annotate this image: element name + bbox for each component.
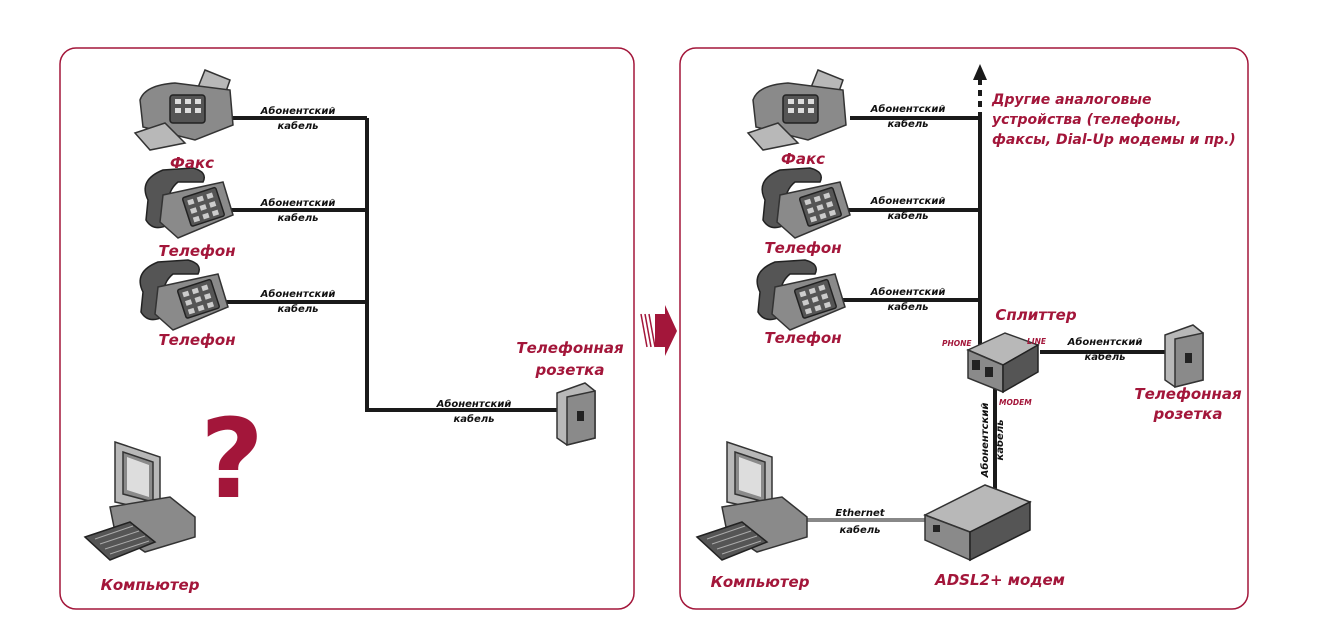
svg-text:кабель: кабель xyxy=(454,413,495,425)
phone-label: Телефон xyxy=(764,239,841,257)
socket-label: Телефонная xyxy=(516,339,624,357)
socket-label: розетка xyxy=(1153,405,1223,423)
svg-text:кабель: кабель xyxy=(888,210,929,222)
wall-socket-icon xyxy=(1164,324,1204,388)
svg-text:Абонентский: Абонентский xyxy=(1067,336,1143,348)
port-modem-label: MODEM xyxy=(999,398,1032,407)
svg-text:кабель: кабель xyxy=(278,212,319,224)
computer-label: Компьютер xyxy=(101,576,200,594)
svg-text:Абонентский: Абонентский xyxy=(260,197,336,209)
right-wires xyxy=(790,64,1183,522)
svg-text:Другие аналоговые: Другие аналоговые xyxy=(991,92,1152,108)
svg-text:кабель: кабель xyxy=(888,118,929,130)
svg-text:Абонентский: Абонентский xyxy=(979,403,991,479)
svg-text:Абонентский: Абонентский xyxy=(260,288,336,300)
phone-label: Телефон xyxy=(764,329,841,347)
socket-label: Телефонная xyxy=(1134,385,1242,403)
other-devices-label: Другие аналоговые устройства (телефоны, … xyxy=(991,92,1236,148)
phone-label: Телефон xyxy=(158,331,235,349)
port-line-label: LINE xyxy=(1027,337,1047,346)
cable-label: Абонентский кабель Абонентский кабель Абон… xyxy=(260,105,512,425)
svg-text:кабель: кабель xyxy=(840,524,881,536)
svg-text:Абонентский: Абонентский xyxy=(870,195,946,207)
svg-text:Ethernet: Ethernet xyxy=(835,508,885,519)
svg-text:кабель: кабель xyxy=(994,420,1006,461)
svg-text:устройства (телефоны,: устройства (телефоны, xyxy=(992,112,1182,128)
splitter-label: Сплиттер xyxy=(995,306,1076,324)
fax-label: Факс xyxy=(781,150,825,168)
svg-text:Абонентский: Абонентский xyxy=(436,398,512,410)
svg-text:кабель: кабель xyxy=(278,120,319,132)
svg-text:Абонентский: Абонентский xyxy=(260,105,336,117)
question-mark: ? xyxy=(200,395,264,523)
adsl-modem-icon xyxy=(923,484,1032,562)
svg-text:Абонентский: Абонентский xyxy=(870,286,946,298)
phone-label: Телефон xyxy=(158,242,235,260)
svg-text:кабель: кабель xyxy=(1085,351,1126,363)
computer-label: Компьютер xyxy=(711,573,810,591)
svg-text:кабель: кабель xyxy=(888,301,929,313)
svg-text:факсы, Dial-Up модемы и пр.): факсы, Dial-Up модемы и пр.) xyxy=(992,132,1236,148)
svg-text:Абонентский: Абонентский xyxy=(870,103,946,115)
left-wires xyxy=(222,116,560,412)
splitter-icon xyxy=(966,332,1040,394)
svg-text:кабель: кабель xyxy=(278,303,319,315)
transition-arrow-icon xyxy=(640,305,677,356)
port-phone-label: PHONE xyxy=(942,339,972,348)
fax-label: Факс xyxy=(170,154,214,172)
modem-label: ADSL2+ модем xyxy=(934,571,1065,589)
socket-label: розетка xyxy=(535,361,605,379)
wall-socket-icon xyxy=(556,382,596,446)
